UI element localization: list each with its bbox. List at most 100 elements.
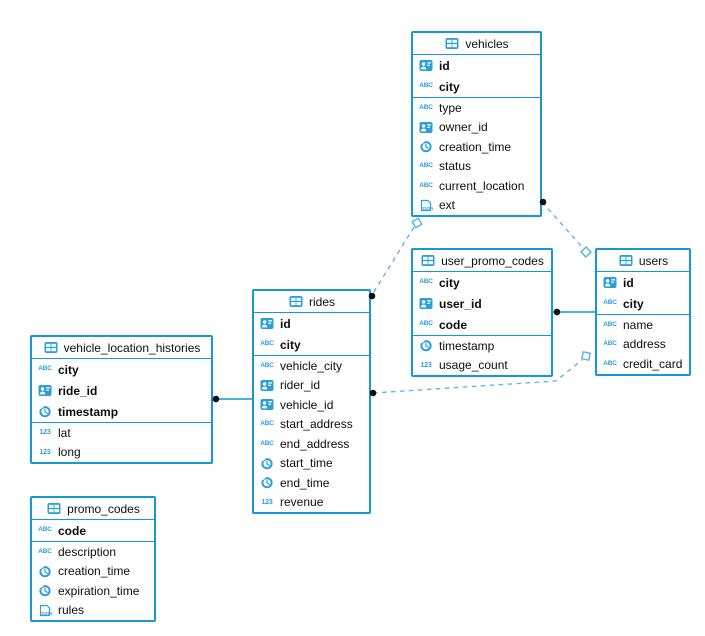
table-icon <box>444 37 460 50</box>
id-icon <box>259 398 275 411</box>
column-label: name <box>623 317 654 332</box>
column-label: vehicle_id <box>280 397 334 412</box>
table-header-user_promo_codes[interactable]: user_promo_codes <box>413 250 551 272</box>
number-icon: 123 <box>420 361 432 369</box>
column-label: creation_time <box>439 139 512 154</box>
table-title: vehicle_location_histories <box>63 340 201 355</box>
column-label: id <box>280 316 291 331</box>
column-label: end_time <box>280 475 330 490</box>
table-icon <box>420 254 436 267</box>
number-icon: 123 <box>261 498 273 506</box>
column-label: start_address <box>280 417 353 432</box>
abc-icon: ABC <box>603 320 617 328</box>
abc-icon: ABC <box>419 103 433 111</box>
column-label: user_id <box>439 296 482 311</box>
id-icon <box>37 384 53 397</box>
column-label: usage_count <box>439 358 508 373</box>
fields-section: timestamp 123 usage_count <box>413 335 551 375</box>
column-label: rider_id <box>280 378 321 393</box>
table-header-promo_codes[interactable]: promo_codes <box>32 498 154 520</box>
table-header-rides[interactable]: rides <box>254 291 369 313</box>
table-icon <box>46 502 62 515</box>
column-row-user_promo_codes-city: ABC city <box>413 272 551 293</box>
table-header-vehicles[interactable]: vehicles <box>413 33 540 55</box>
column-label: vehicle_city <box>280 358 343 373</box>
table-header-vehicle_location_histories[interactable]: vehicle_location_histories <box>32 337 211 359</box>
column-row-users-name: ABC name <box>597 315 689 335</box>
abc-icon: ABC <box>603 299 617 307</box>
abc-icon: ABC <box>260 340 274 348</box>
column-row-rides-rider_id: rider_id <box>254 376 369 396</box>
relationship-line-vehicles-users <box>541 201 584 249</box>
column-label: address <box>623 337 666 352</box>
column-label: current_location <box>439 178 525 193</box>
relationship-line-rides-vehicles <box>371 226 415 296</box>
clock-icon <box>418 339 434 352</box>
column-label: id <box>623 275 634 290</box>
column-label: id <box>439 58 450 73</box>
column-label: code <box>439 317 468 332</box>
column-row-promo_codes-expiration_time: expiration_time <box>32 581 154 601</box>
column-label: city <box>439 79 460 94</box>
column-label: creation_time <box>58 564 131 579</box>
table-title: users <box>638 253 669 268</box>
column-row-vehicle_location_histories-ride_id: ride_id <box>32 380 211 401</box>
column-label: lat <box>58 425 71 440</box>
table-header-users[interactable]: users <box>597 250 689 272</box>
relationship-square-end-vehicles-users <box>579 245 593 259</box>
column-label: city <box>439 275 460 290</box>
number-icon: 123 <box>39 448 51 456</box>
column-label: end_address <box>280 436 350 451</box>
id-icon <box>418 121 434 134</box>
abc-icon: ABC <box>419 162 433 169</box>
clock-icon <box>37 584 53 597</box>
column-row-vehicles-type: ABC type <box>413 98 540 118</box>
column-row-rides-revenue: 123 revenue <box>254 493 369 513</box>
column-label: start_time <box>280 456 333 471</box>
column-label: revenue <box>280 495 324 510</box>
table-icon <box>43 341 59 354</box>
column-row-vehicles-creation_time: creation_time <box>413 137 540 157</box>
column-row-promo_codes-creation_time: creation_time <box>32 562 154 582</box>
id-icon <box>602 276 618 289</box>
column-label: timestamp <box>58 404 119 419</box>
json-icon: JSON <box>37 604 53 617</box>
abc-icon: ABC <box>419 82 433 90</box>
abc-icon: ABC <box>419 181 433 189</box>
column-label: description <box>58 544 117 559</box>
abc-icon: ABC <box>260 439 274 447</box>
column-row-user_promo_codes-timestamp: timestamp <box>413 336 551 356</box>
column-row-rides-id: id <box>254 313 369 334</box>
svg-text:JSON: JSON <box>422 206 434 211</box>
abc-icon: ABC <box>419 278 433 286</box>
id-icon <box>259 317 275 330</box>
column-row-user_promo_codes-usage_count: 123 usage_count <box>413 356 551 376</box>
column-label: ride_id <box>58 383 98 398</box>
column-label: type <box>439 100 462 115</box>
id-icon <box>418 59 434 72</box>
